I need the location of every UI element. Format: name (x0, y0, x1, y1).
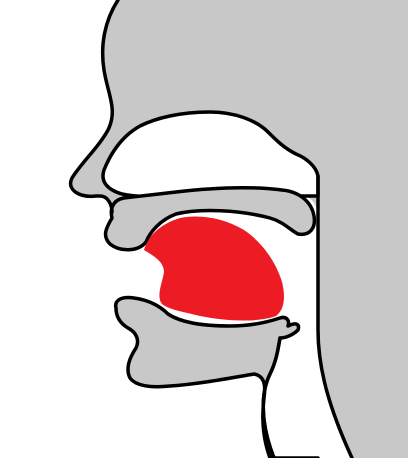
hard-palate (103, 186, 317, 252)
face-profile-outline (68, 0, 120, 214)
pharynx-front-wall (261, 336, 282, 458)
pharynx-back-wall (316, 174, 354, 458)
tongue (144, 216, 284, 321)
pharynx (269, 230, 352, 458)
head-profile (70, 0, 408, 458)
